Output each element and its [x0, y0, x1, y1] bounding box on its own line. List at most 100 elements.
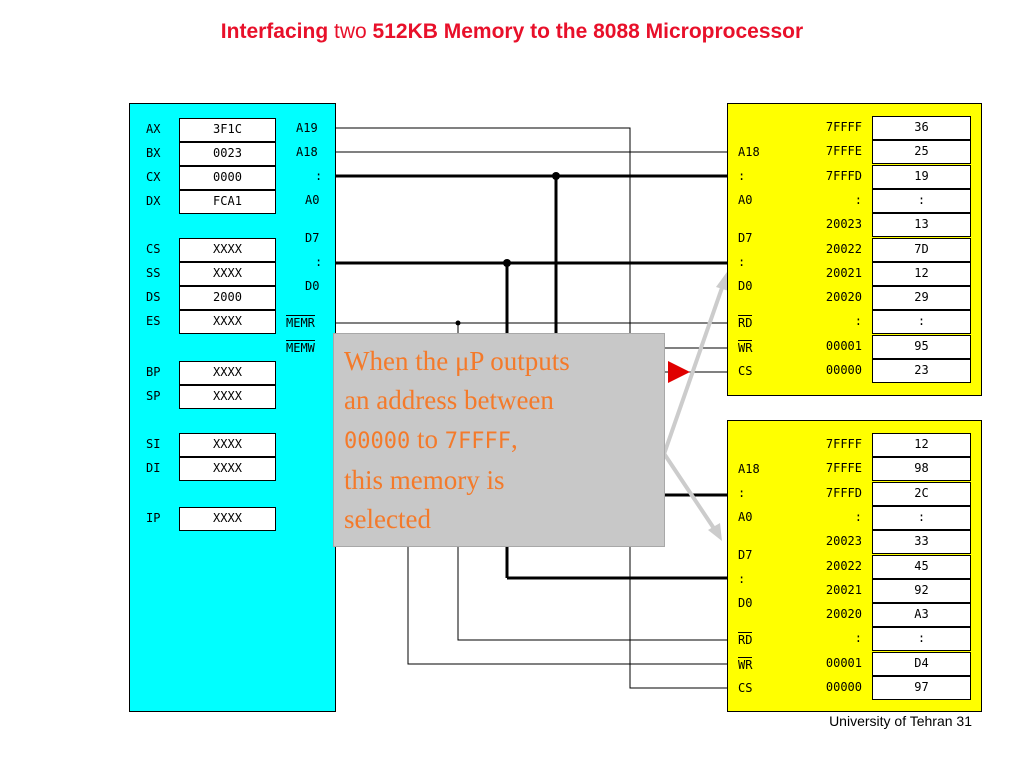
memory-data-cell: 7D — [872, 237, 971, 262]
memory-address: 00000 — [825, 363, 862, 377]
register-value: XXXX — [179, 238, 276, 262]
register-name: DS — [146, 290, 161, 304]
memory-pin-label: D7 — [738, 548, 753, 562]
register-value: XXXX — [179, 361, 276, 385]
memory-pin-label: D0 — [738, 596, 753, 610]
memory-address: 7FFFD — [825, 168, 862, 183]
memory-address: 7FFFD — [825, 485, 862, 500]
register-value: 0023 — [179, 142, 276, 166]
memory-pin-label: : — [738, 572, 746, 586]
register-value: XXXX — [179, 507, 276, 531]
memory-address: 20023 — [825, 534, 862, 549]
register-name: DI — [146, 461, 161, 475]
pin-memr: MEMR — [286, 315, 315, 330]
address-junction — [552, 172, 560, 180]
register-value: XXXX — [179, 262, 276, 286]
callout-to: to — [410, 424, 445, 454]
register-value: XXXX — [179, 385, 276, 409]
memory-address: : — [854, 509, 862, 524]
pin-a0: A0 — [305, 193, 320, 207]
title-part-3: 512KB Memory to the 8088 Microprocessor — [372, 20, 804, 43]
red-arrow-icon — [668, 361, 690, 383]
register-value: 3F1C — [179, 118, 276, 142]
callout-addr-low: 00000 — [344, 429, 411, 454]
memory-data-cell: 2C — [872, 481, 971, 506]
memory-data-cell: 12 — [872, 433, 971, 457]
callout-line-2: an address between — [344, 385, 554, 415]
memory-data-cell: 98 — [872, 457, 971, 482]
register-name: SI — [146, 437, 161, 451]
register-value: XXXX — [179, 457, 276, 481]
register-name: CS — [146, 242, 161, 256]
memory-pin-label: WR — [738, 657, 753, 672]
memory-pin-label: WR — [738, 340, 753, 355]
memory-data-cell: 33 — [872, 530, 971, 555]
register-name: ES — [146, 314, 161, 328]
memory-pin-label: : — [738, 169, 746, 183]
memory-pin-label: A0 — [738, 510, 753, 524]
title-part-2: two — [334, 20, 367, 43]
callout-line-1: When the μP outputs — [344, 346, 570, 376]
register-name: AX — [146, 122, 161, 136]
callout-addr-high: 7FFFF — [444, 429, 511, 454]
memory-address: 00001 — [825, 655, 862, 670]
memory-pin-label: CS — [738, 364, 753, 378]
memory-data-cell: : — [872, 310, 971, 335]
memory-address: : — [854, 192, 862, 207]
memory-pin-label: : — [738, 486, 746, 500]
callout-note: When the μP outputs an address between 0… — [333, 333, 665, 547]
memory-address: 7FFFF — [825, 120, 862, 134]
register-value: XXXX — [179, 433, 276, 457]
memory-data-cell: 12 — [872, 261, 971, 286]
memory-address: 20021 — [825, 582, 862, 597]
register-name: DX — [146, 194, 161, 208]
memory-data-cell: 97 — [872, 676, 971, 700]
memory-pin-label: A18 — [738, 462, 760, 476]
memory-address: 00001 — [825, 338, 862, 353]
memory-pin-label: RD — [738, 315, 753, 330]
memory-data-cell: 95 — [872, 334, 971, 359]
memory-address: 7FFFF — [825, 437, 862, 451]
title-part-1: Interfacing — [220, 20, 329, 43]
register-value: 2000 — [179, 286, 276, 310]
gray-arrowhead-down — [708, 523, 722, 541]
memory-data-cell: 45 — [872, 554, 971, 579]
register-name: IP — [146, 511, 161, 525]
footer-text: University of Tehran 31 — [829, 713, 972, 729]
memory-data-cell: : — [872, 188, 971, 213]
callout-comma: , — [510, 424, 518, 454]
callout-line-4: this memory is — [344, 465, 505, 495]
memory-data-cell: 25 — [872, 140, 971, 165]
register-value: XXXX — [179, 310, 276, 334]
memory-data-cell: 92 — [872, 578, 971, 603]
register-value: FCA1 — [179, 190, 276, 214]
gray-arrowhead-up — [716, 272, 729, 291]
gray-arrow-down — [653, 438, 717, 532]
register-name: BP — [146, 365, 161, 379]
memory-data-cell: 29 — [872, 286, 971, 311]
memory-pin-label: A18 — [738, 145, 760, 159]
memory-pin-label: CS — [738, 681, 753, 695]
callout-line-3: 00000 to 7FFFF, — [344, 420, 654, 461]
gray-arrow-up — [653, 281, 726, 481]
memory-address: 7FFFE — [825, 461, 862, 476]
memr-junction — [455, 320, 461, 326]
register-name: SP — [146, 389, 161, 403]
register-name: BX — [146, 146, 161, 160]
register-name: SS — [146, 266, 161, 280]
memory-address: 20020 — [825, 290, 862, 305]
register-value: 0000 — [179, 166, 276, 190]
memory-address: 20021 — [825, 265, 862, 280]
memory-data-cell: 13 — [872, 213, 971, 238]
memory-address: 7FFFE — [825, 144, 862, 159]
memory-data-cell: : — [872, 505, 971, 530]
memory-data-cell: 23 — [872, 359, 971, 383]
pin-data-ellipsis: : — [315, 255, 323, 269]
memory-address: : — [854, 631, 862, 646]
memory-pin-label: D7 — [738, 231, 753, 245]
data-junction — [503, 259, 511, 267]
pin-addr-ellipsis: : — [315, 169, 323, 183]
pin-memw: MEMW — [286, 340, 315, 355]
